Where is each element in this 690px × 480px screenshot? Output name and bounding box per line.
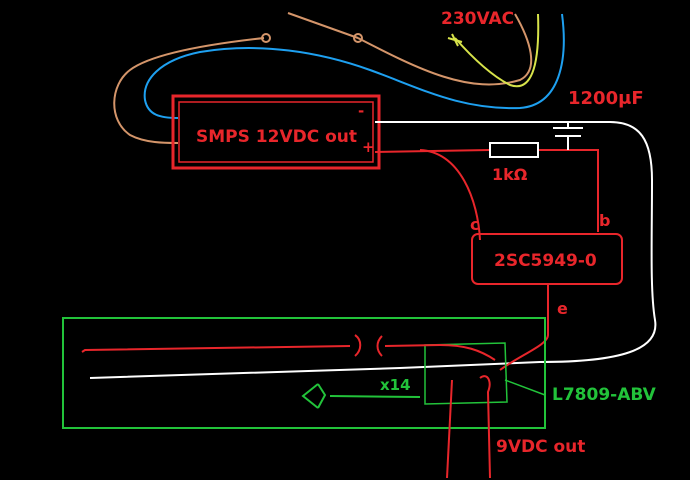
red-inner-wire [81, 334, 496, 361]
switch-terminal-left [261, 33, 271, 43]
pin-e-label: e [557, 299, 568, 318]
resistor-body [489, 142, 539, 158]
multiplier-label: x14 [380, 376, 411, 394]
capacitor-label: 1200μF [568, 88, 644, 109]
capacitor-symbol [553, 122, 583, 150]
smps-label: SMPS 12VDC out [196, 127, 357, 147]
smps-box [171, 94, 381, 170]
ground-mark [447, 33, 463, 47]
resistor-label: 1kΩ [492, 165, 528, 184]
mains-label: 230VAC [441, 9, 514, 29]
regulator-label: L7809-ABV [552, 385, 657, 405]
switch-terminal-right [353, 33, 363, 43]
smps-minus-label: - [358, 102, 364, 120]
pin-c-label: c [470, 215, 479, 234]
red-output-wire [446, 379, 453, 479]
output-label: 9VDC out [496, 437, 585, 457]
transistor-label: 2SC5949-0 [494, 251, 597, 271]
white-negative-wire [89, 121, 657, 379]
blue-wire [143, 13, 565, 119]
green-enclosure [62, 317, 546, 429]
green-arrow [301, 383, 421, 409]
yellow-wire [454, 13, 540, 88]
smps-plus-label: + [362, 138, 375, 156]
regulator-box [424, 342, 508, 405]
smps-box-inner [178, 101, 374, 163]
red-positive-wire [374, 149, 599, 232]
pin-b-label: b [599, 211, 610, 230]
red-emitter-wire [499, 284, 549, 371]
red-collector-wire [419, 149, 481, 241]
orange-wire [113, 12, 533, 144]
green-regulator-lead [504, 379, 546, 396]
red-output-wire-2 [479, 375, 491, 479]
